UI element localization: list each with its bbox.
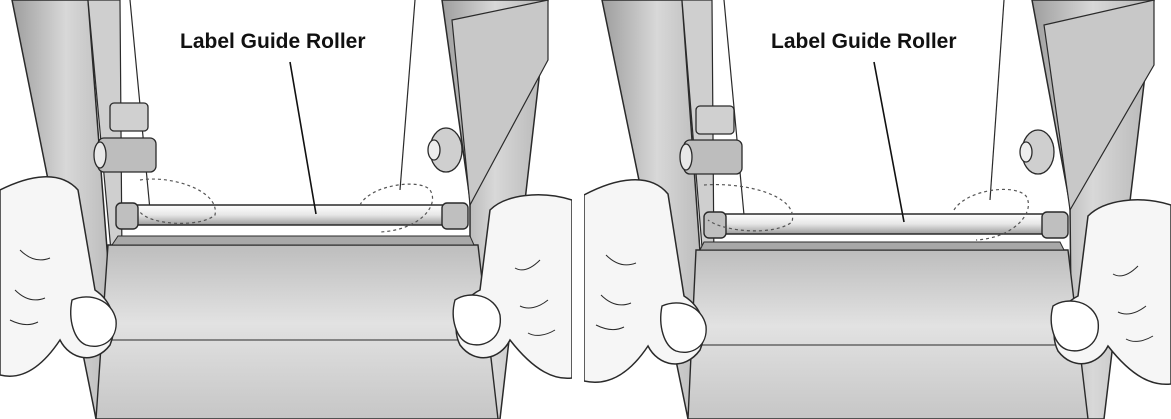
illustration-panel-left: Label Guide Roller (0, 0, 572, 419)
callout-leader-line (289, 61, 317, 215)
printer-drawing-left (0, 0, 572, 419)
printer-drawing-right (584, 0, 1171, 419)
label-guide-roller (703, 211, 1069, 239)
upper-hub-left (93, 102, 157, 173)
label-tray (95, 244, 499, 419)
callout-leader-line (873, 61, 905, 223)
label-tray (687, 249, 1089, 419)
upper-hub-right (1019, 129, 1055, 175)
roller-callout-label: Label Guide Roller (771, 30, 957, 53)
illustration-panel-right: Label Guide Roller (584, 0, 1171, 419)
label-guide-roller (115, 202, 469, 230)
upper-hub-right (427, 127, 463, 173)
upper-hub-left (679, 105, 743, 175)
right-plate-cover (451, 0, 549, 208)
roller-callout-label: Label Guide Roller (180, 30, 366, 53)
